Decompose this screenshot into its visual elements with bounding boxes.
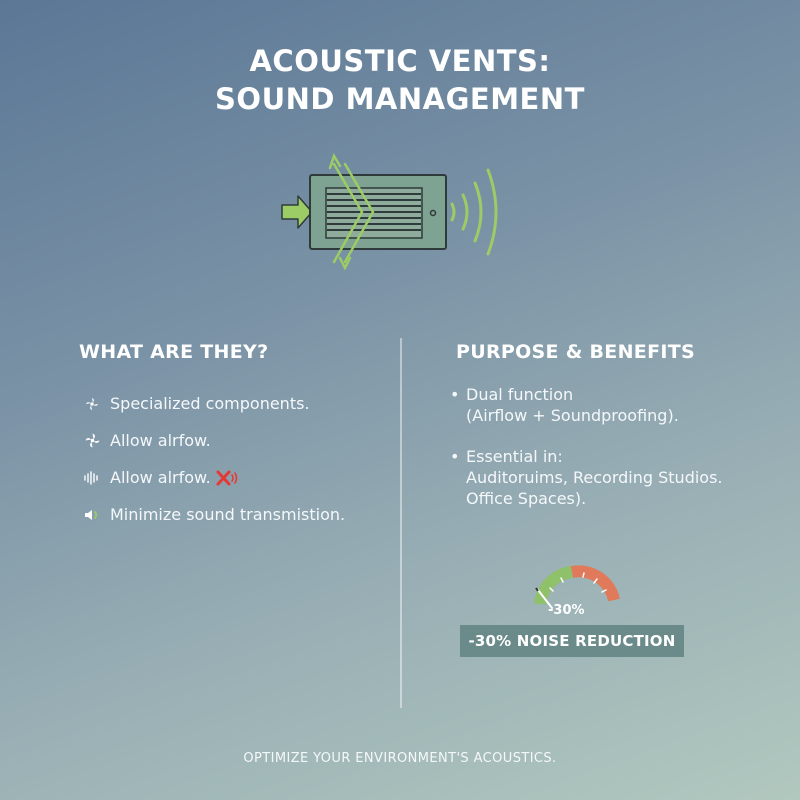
list-item: Minimize sound transmistion. xyxy=(82,496,392,533)
noise-reduction-badge: -30% NOISE REDUCTION xyxy=(460,625,684,657)
list-item-text: Specialized components. xyxy=(110,394,310,413)
bullet: • xyxy=(450,447,460,466)
list-item-text: Allow alrfow. xyxy=(110,431,211,450)
bullet: • xyxy=(450,385,460,404)
list-item: Allow alrfow. xyxy=(82,422,392,459)
what-are-they-heading: WHAT ARE THEY? xyxy=(79,341,269,363)
column-divider xyxy=(400,338,402,708)
gauge-value-label: -30% xyxy=(548,603,585,618)
purpose-benefits-list: • Dual function (Airflow + Soundproofing… xyxy=(450,384,770,529)
page-title: ACOUSTIC VENTS: SOUND MANAGEMENT xyxy=(0,42,800,118)
list-item-line: Essential in: xyxy=(466,447,563,466)
list-item-text: Minimize sound transmistion. xyxy=(110,505,346,524)
list-item: • Dual function (Airflow + Soundproofing… xyxy=(450,384,770,426)
sound-wave-icon xyxy=(82,468,102,488)
sound-wave-icon xyxy=(450,168,498,256)
list-item: • Essential in: Auditoruims, Recording S… xyxy=(450,446,770,509)
list-item-text: Allow alrfow. xyxy=(110,468,211,487)
noise-reduction-gauge xyxy=(534,565,620,609)
speaker-icon xyxy=(82,505,102,525)
list-item: Specialized components. xyxy=(82,385,392,422)
vent-grille-icon xyxy=(309,174,447,250)
flow-lines-icon xyxy=(328,153,375,270)
title-line-2: SOUND MANAGEMENT xyxy=(215,82,585,116)
fan-icon xyxy=(82,394,102,414)
fan-icon xyxy=(82,431,102,451)
list-item-line: (Airflow + Soundproofing). xyxy=(466,406,679,425)
gauge-high-arc xyxy=(570,565,620,602)
list-item: Allow alrfow. xyxy=(82,459,392,496)
title-line-1: ACOUSTIC VENTS: xyxy=(249,44,551,78)
what-are-they-list: Specialized components. Allow alrfow. Al… xyxy=(82,385,392,533)
footer-tagline: OPTIMIZE YOUR ENVIRONMENT'S ACOUSTICS. xyxy=(243,751,557,766)
muted-speaker-icon xyxy=(215,469,241,487)
list-item-line: Dual function xyxy=(466,385,574,404)
airflow-arrow-icon xyxy=(281,195,313,229)
vent-illustration xyxy=(281,153,498,270)
list-item-line: Office Spaces). xyxy=(466,489,587,508)
gauge-low-arc xyxy=(534,566,573,605)
list-item-line: Auditoruims, Recording Studios. xyxy=(466,468,723,487)
purpose-benefits-heading: PURPOSE & BENEFITS xyxy=(456,341,695,363)
gauge-needle xyxy=(537,589,553,609)
